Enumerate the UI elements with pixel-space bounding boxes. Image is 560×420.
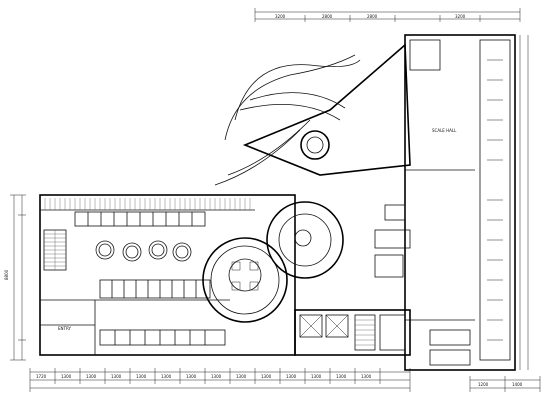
right-dim-label-1: 1200 (478, 382, 489, 387)
bottom-dim-label-2: 1300 (61, 374, 72, 379)
service-core (294, 309, 411, 356)
bottom-dim-label-10: 1300 (261, 374, 272, 379)
top-dim-label-4: 3200 (455, 14, 466, 19)
bottom-dim-label-13: 1300 (336, 374, 347, 379)
main-hall-label: SCALE HALL (432, 128, 457, 133)
bottom-dim-label-7: 1300 (186, 374, 197, 379)
left-dimension-chain: 8800 (4, 194, 26, 361)
bottom-dim-label-4: 1300 (111, 374, 122, 379)
top-dim-label-3: 2800 (367, 14, 378, 19)
right-tall-block: SCALE HALL (404, 34, 516, 371)
left-dim-label-1: 8800 (4, 269, 9, 280)
entry-label: ENTRY (58, 326, 71, 331)
bottom-dim-label-1: 1720 (36, 374, 47, 379)
top-dim-label-1: 3200 (275, 14, 286, 19)
central-circular-lounge (202, 237, 288, 323)
equipment-blocks (374, 204, 411, 278)
left-wing: ENTRY (39, 194, 296, 356)
right-edge-grid-ticks (519, 35, 529, 370)
top-dimension-chain: 3200 2800 2800 3200 (254, 8, 521, 22)
bottom-dim-label-9: 1300 (236, 374, 247, 379)
atrium-circle (266, 201, 344, 279)
bottom-dimension-chain: 1720 1300 1300 1300 1300 1300 1300 1300 … (29, 368, 411, 392)
bottom-dim-label-5: 1300 (136, 374, 147, 379)
bottom-dim-label-6: 1300 (161, 374, 172, 379)
upper-curved-wing (214, 43, 411, 186)
bottom-dim-label-8: 1300 (211, 374, 222, 379)
top-dim-label-2: 2800 (322, 14, 333, 19)
bottom-dim-label-3: 1300 (86, 374, 97, 379)
bottom-dim-label-14: 1300 (361, 374, 372, 379)
right-dim-label-2: 1400 (512, 382, 523, 387)
bottom-dim-label-12: 1300 (311, 374, 322, 379)
right-bottom-dimension-chain: 1200 1400 (469, 376, 541, 392)
bottom-dim-label-11: 1300 (286, 374, 297, 379)
